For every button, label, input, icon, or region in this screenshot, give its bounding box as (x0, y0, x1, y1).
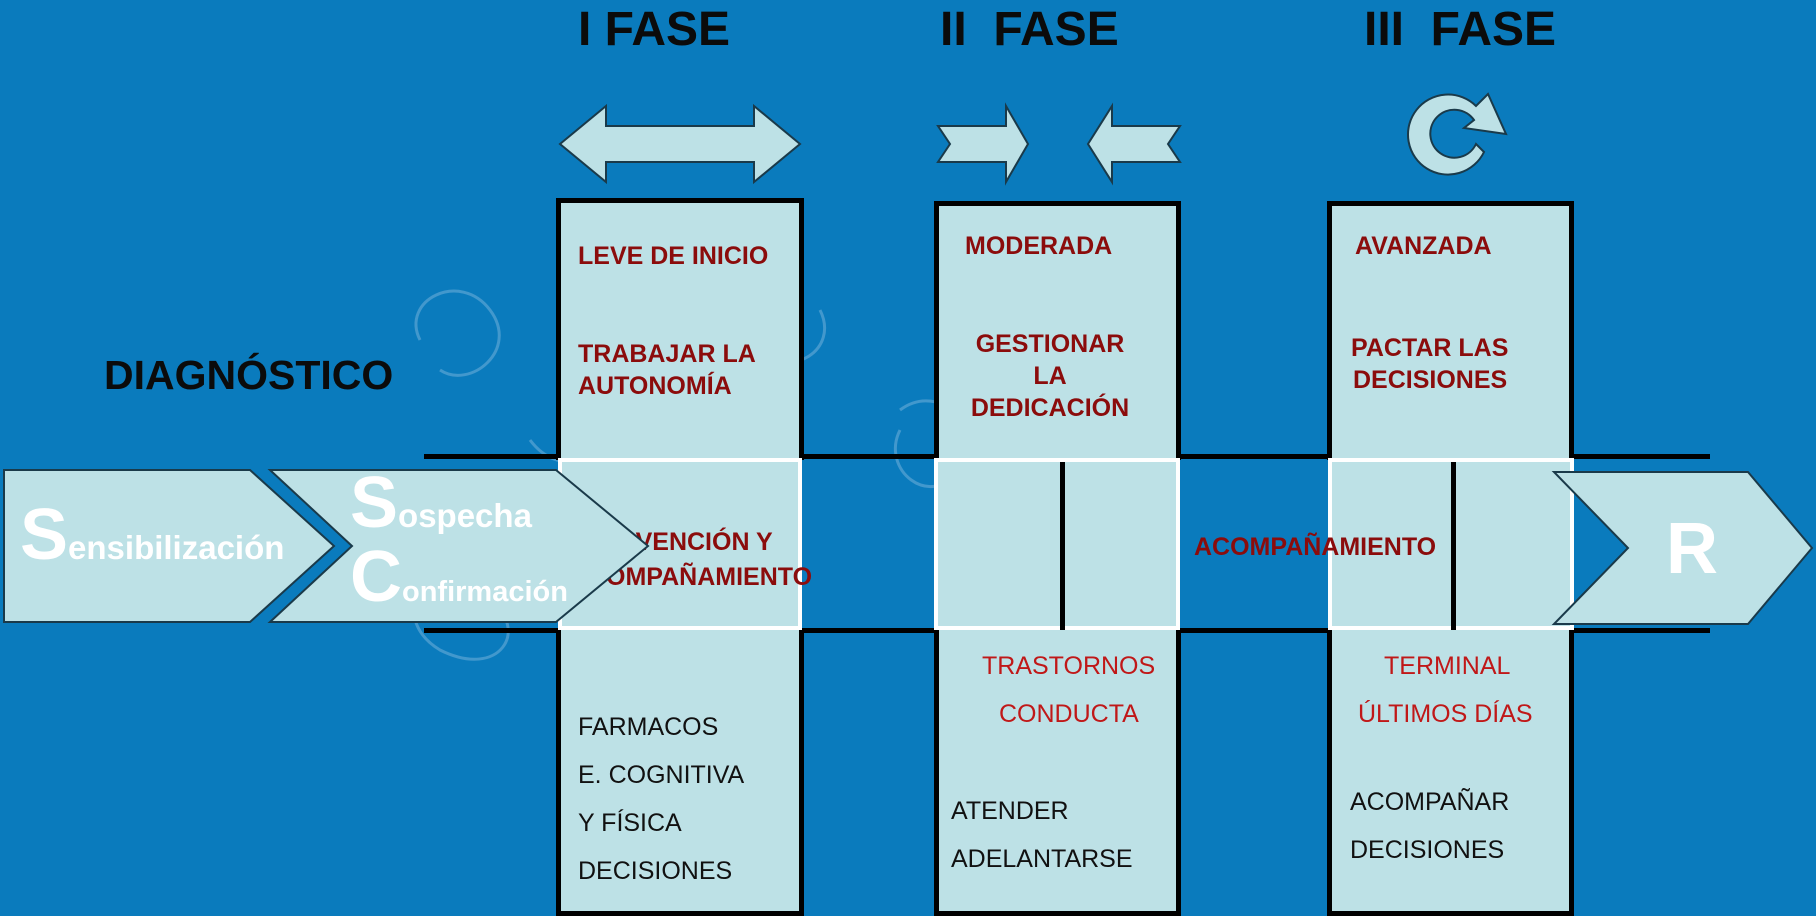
sensibilizacion-label: Sensibilización (20, 494, 284, 576)
leve-column-middle (558, 458, 802, 630)
leve-column-top (556, 198, 804, 460)
moderada-level-label: MODERADA (965, 232, 1113, 260)
phase-3-title: III FASE (1364, 3, 1557, 56)
leve-item-4: DECISIONES (578, 857, 733, 885)
double-arrow-icon (558, 103, 802, 185)
avanzada-goal-line1: PACTAR LAS (1351, 334, 1509, 362)
moderada-column-middle (934, 458, 1180, 630)
leve-item-3: Y FÍSICA (578, 809, 682, 837)
avanzada-column-top (1327, 201, 1574, 460)
confirmacion-rest: onfirmación (402, 576, 568, 608)
moderada-goal-line3: DEDICACIÓN (970, 394, 1130, 422)
confirmacion-initial: C (350, 537, 402, 617)
moderada-red-line1: TRASTORNOS (982, 652, 1156, 680)
moderada-column-top (934, 201, 1181, 460)
confirmacion-label: Confirmación (350, 536, 568, 618)
sospecha-label: Sospecha (350, 462, 532, 544)
avanzada-item-1: ACOMPAÑAR (1350, 788, 1510, 816)
sensibilizacion-rest: ensibilización (68, 529, 285, 566)
phase-2-title: II FASE (940, 3, 1119, 56)
sospecha-rest: ospecha (398, 497, 532, 534)
moderada-goal-line1: GESTIONAR (975, 330, 1125, 358)
avanzada-divider (1451, 462, 1456, 630)
moderada-divider (1060, 462, 1065, 630)
diagnostico-label: DIAGNÓSTICO (104, 352, 394, 398)
final-stage-chevron (1551, 471, 1814, 625)
leve-column-bottom (556, 630, 804, 916)
moderada-goal-line2: LA (1033, 362, 1067, 390)
moderada-red-line2: CONDUCTA (999, 700, 1139, 728)
leve-item-2: E. COGNITIVA (578, 761, 745, 789)
final-stage-label: R (1666, 509, 1718, 589)
intervencion-line2: OMPAÑAMIENTO (606, 563, 813, 591)
moderada-item-2: ADELANTARSE (951, 845, 1133, 873)
circular-arrow-icon (1407, 92, 1508, 176)
avanzada-level-label: AVANZADA (1355, 232, 1492, 260)
sensibilizacion-initial: S (20, 495, 69, 575)
avanzada-red-line1: TERMINAL (1384, 652, 1511, 680)
moderada-column-bottom (934, 630, 1181, 916)
leve-goal-line1: TRABAJAR LA (578, 340, 756, 368)
avanzada-red-line2: ÚLTIMOS DÍAS (1358, 700, 1533, 728)
avanzada-item-2: DECISIONES (1350, 836, 1505, 864)
leve-goal-line2: AUTONOMÍA (578, 372, 732, 400)
leve-item-1: FARMACOS (578, 713, 719, 741)
sospecha-confirmacion-chevron (267, 469, 650, 623)
avanzada-goal-line2: DECISIONES (1353, 366, 1508, 394)
leve-level-label: LEVE DE INICIO (578, 242, 769, 270)
converging-arrows-icon (936, 102, 1182, 186)
phase-1-title: I FASE (578, 3, 731, 56)
sensibilizacion-chevron (3, 469, 336, 623)
moderada-item-1: ATENDER (951, 797, 1069, 825)
avanzada-column-bottom (1327, 630, 1574, 916)
acompanamiento-label: ACOMPAÑAMIENTO (1194, 533, 1437, 561)
sospecha-initial: S (350, 463, 399, 543)
